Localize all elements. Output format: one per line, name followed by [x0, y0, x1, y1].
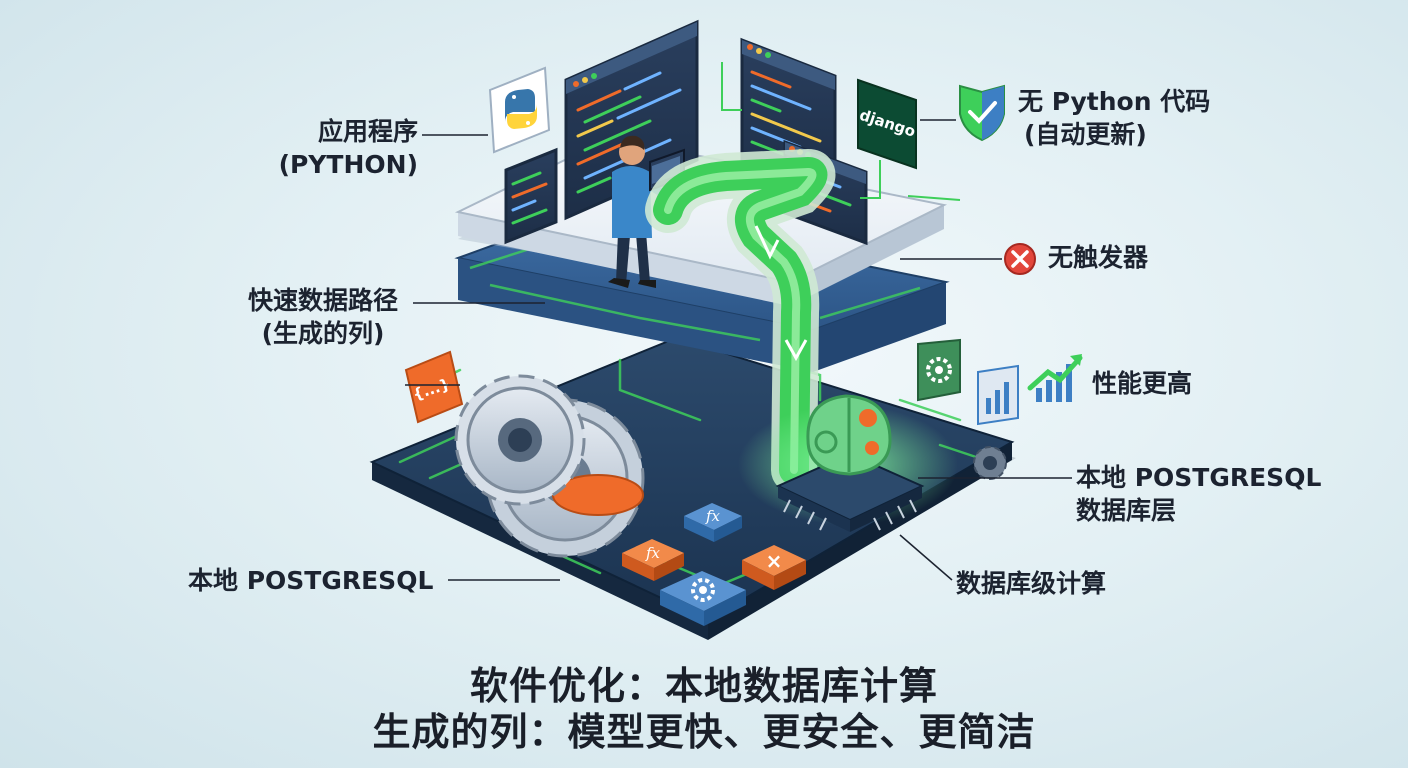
label-application-line2: (PYTHON) [278, 149, 418, 179]
fast-data-path-pipe [645, 148, 835, 493]
title-line1: 软件优化：本地数据库计算 [469, 664, 938, 708]
green-connectors [721, 62, 961, 201]
multiply-tile: × [742, 545, 806, 590]
code-window-small-left [504, 147, 558, 245]
svg-text:×: × [766, 549, 783, 573]
fx-tile-blue: fx [684, 503, 742, 542]
label-fast-path-line2: (生成的列) [261, 318, 385, 348]
label-native-pg: 本地 POSTGRESQL [188, 566, 434, 595]
small-gear-icon [973, 446, 1007, 480]
brain-chip-icon [738, 394, 958, 532]
svg-text:fx: fx [705, 507, 721, 525]
label-no-python-line1: 无 Python 代码 [1018, 87, 1211, 116]
label-application-line1: 应用程序 [317, 117, 418, 146]
label-application-python: 应用程序 (PYTHON) [250, 116, 418, 181]
label-native-pg-layer-line1: 本地 POSTGRESQL [1076, 463, 1322, 492]
label-no-python-line2: (自动更新) [1024, 119, 1147, 149]
label-fast-path-line1: 快速数据路径 [247, 286, 398, 315]
label-no-trigger: 无触发器 [1048, 243, 1149, 272]
django-logo-icon: django [857, 78, 918, 170]
label-native-pg-layer: 本地 POSTGRESQL 数据库层 [1076, 462, 1321, 527]
fx-tile-orange: fx [622, 539, 684, 581]
bar-chart-tile-icon [977, 364, 1019, 426]
svg-text:fx: fx [645, 544, 661, 562]
gears-icon [454, 374, 645, 558]
label-no-python-code: 无 Python 代码 (自动更新) [1018, 86, 1210, 151]
gear-tile [660, 571, 746, 626]
label-fast-data-path: 快速数据路径 (生成的列) [230, 285, 416, 350]
label-native-pg-layer-line2: 数据库层 [1076, 495, 1177, 525]
shield-check-icon [959, 84, 1005, 142]
settings-tile-icon [917, 338, 961, 402]
label-higher-performance: 性能更高 [1092, 369, 1193, 398]
performance-chart-icon [1027, 354, 1083, 402]
label-db-level-compute: 数据库级计算 [956, 569, 1107, 598]
python-logo-icon [488, 66, 551, 154]
leader-lines [405, 119, 1072, 581]
json-braces-icon: {...} [404, 350, 464, 424]
page-title: 软件优化：本地数据库计算 生成的列：模型更快、更安全、更简洁 [0, 664, 1408, 755]
no-trigger-icon [1004, 243, 1036, 275]
title-line2: 生成的列：模型更快、更安全、更简洁 [372, 709, 1036, 754]
